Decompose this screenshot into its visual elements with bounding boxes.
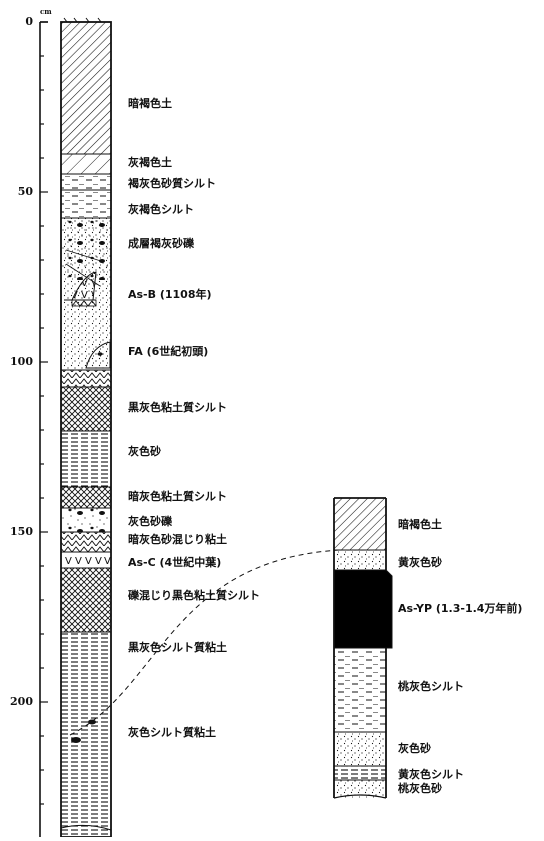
layer-stratified-gravel	[61, 218, 111, 280]
layer-label: 礫混じり黒色粘土質シルト	[128, 589, 260, 602]
r-layer-gray-sand	[334, 732, 386, 766]
layer-label: 成層褐灰砂礫	[128, 237, 194, 250]
layer-as-c	[61, 552, 111, 568]
svg-text:V: V	[104, 556, 111, 567]
svg-text:V: V	[65, 556, 72, 567]
scale-unit: cm	[40, 7, 52, 16]
tick-label-100: 100	[10, 355, 33, 368]
svg-text:V: V	[75, 556, 82, 567]
tick-label-150: 150	[10, 525, 33, 538]
layer-label: 褐灰色砂質シルト	[128, 177, 216, 190]
layer-label: 暗褐色土	[128, 97, 172, 110]
layer-label: As-C (4世紀中葉)	[128, 556, 222, 569]
layer-label: 暗灰色粘土質シルト	[128, 490, 227, 503]
layer-label: 黒灰色粘土質シルト	[128, 401, 227, 414]
correlation-line	[69, 549, 341, 736]
r-layer-yellow-gray-sand	[334, 550, 386, 570]
tick-label-0: 0	[25, 15, 33, 28]
layer-label: 黒灰色シルト質粘土	[128, 641, 227, 654]
layer-dark-gray-sandy-clay	[61, 532, 111, 552]
tick-label-50: 50	[17, 185, 33, 198]
r-layer-pink-gray-sand	[334, 780, 386, 798]
layer-dark-gray-clayey-silt	[61, 487, 111, 508]
svg-text:V: V	[95, 556, 102, 567]
layer-brown-gray-sandy-silt	[61, 174, 111, 190]
layer-label: 灰色砂	[128, 445, 161, 458]
layer-label: FA (6世紀初頭)	[128, 345, 209, 358]
layer-gray-gravel	[61, 508, 111, 532]
layer-label: 灰色砂礫	[128, 515, 172, 528]
layer-dark-brown-soil	[61, 22, 111, 154]
layer-gray-brown-soil	[61, 154, 111, 174]
tick-label-200: 200	[10, 695, 33, 708]
layer-gray-sand	[61, 431, 111, 487]
layer-black-gray-clayey-silt	[61, 387, 111, 431]
r-layer-pink-gray-silt	[334, 648, 386, 732]
layer-fa-base	[61, 370, 111, 387]
r-layer-dark-brown-soil	[334, 498, 386, 550]
layer-label: 暗灰色砂混じり粘土	[128, 533, 227, 546]
r-layer-label: As-YP (1.3-1.4万年前)	[398, 602, 523, 615]
layer-label: As-B (1108年)	[128, 288, 212, 301]
right-column: V V V V V V V V V V V V V V V V V V V V …	[333, 497, 393, 799]
r-layer-label: 桃灰色砂	[398, 782, 442, 795]
layer-silty-clay	[61, 632, 111, 837]
r-layer-label: 黄灰色砂	[398, 556, 442, 569]
r-layer-label: 暗褐色土	[398, 518, 442, 531]
layer-gray-brown-silt	[61, 190, 111, 218]
r-layer-label: 桃灰色シルト	[398, 680, 464, 693]
depth-scale	[39, 21, 48, 837]
layer-label: 灰色シルト質粘土	[128, 726, 216, 739]
svg-text:V: V	[85, 556, 92, 567]
as-b-lens	[71, 271, 97, 301]
r-layer-label: 黄灰色シルト	[398, 768, 464, 781]
r-layer-yellow-gray-silt	[334, 766, 386, 780]
layer-gravelly-black-clayey-silt	[61, 568, 111, 632]
layer-label: 灰褐色土	[128, 156, 172, 169]
layer-label: 灰褐色シルト	[128, 203, 194, 216]
r-layer-label: 灰色砂	[398, 742, 431, 755]
